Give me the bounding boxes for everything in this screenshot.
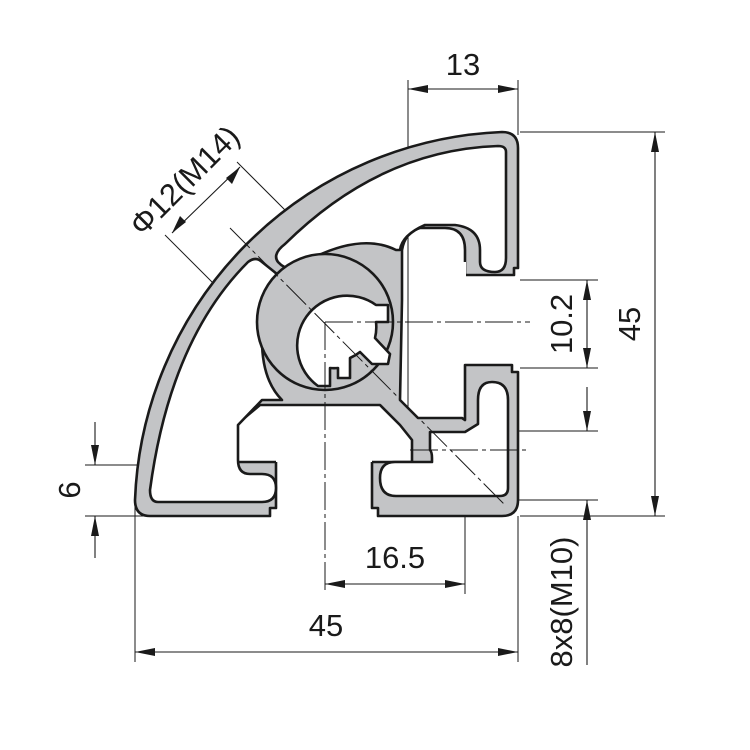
dim-label-8x8-m10: 8x8(M10) <box>544 537 579 668</box>
bottom-slot <box>276 420 372 462</box>
profile-section <box>133 130 520 518</box>
center-lines <box>229 227 530 594</box>
dim-label-45-bottom: 45 <box>309 608 343 643</box>
dim-label-10-2: 10.2 <box>544 294 579 354</box>
dimension-lines <box>91 85 659 665</box>
dim-label-6: 6 <box>52 481 87 498</box>
dim-label-13: 13 <box>446 47 480 82</box>
center-bore <box>295 294 392 388</box>
dim-label-45-right: 45 <box>612 307 647 341</box>
right-slot-upper <box>412 262 512 408</box>
dim-label-16-5: 16.5 <box>365 540 425 575</box>
dim-label-phi12-m14: Φ12(M14) <box>123 119 247 243</box>
corner-hollow <box>378 380 510 498</box>
outer-cavity-left <box>148 257 284 504</box>
